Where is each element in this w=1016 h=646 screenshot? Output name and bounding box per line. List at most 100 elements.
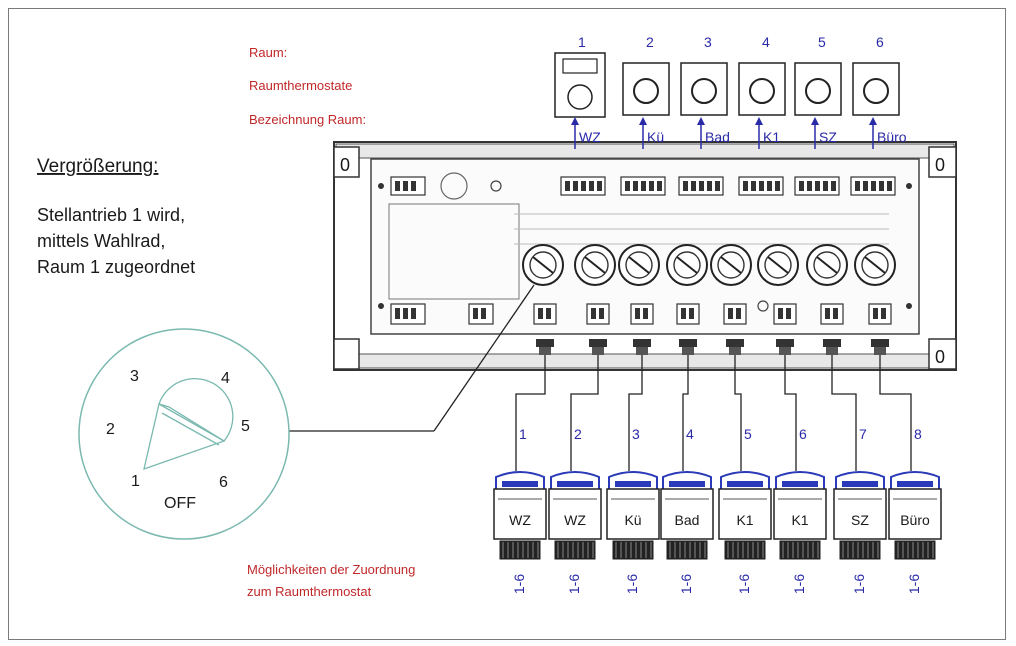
thermostat-4: 4K1 (738, 34, 786, 149)
actuator-number: 2 (574, 426, 582, 442)
thermostat-number: 4 (762, 34, 770, 50)
board-mark-bottom-right: 0 (935, 347, 945, 367)
board-selector-dial[interactable] (806, 244, 848, 286)
board-selector-row (522, 244, 896, 286)
label-vergroesserung: Vergrößerung: (37, 156, 158, 177)
lower-terminal-block (820, 303, 844, 355)
actuator-room: WZ (509, 512, 531, 528)
lower-terminal-block (676, 303, 700, 355)
board-selector-dial[interactable] (574, 244, 616, 286)
board-selector-dial[interactable] (757, 244, 799, 286)
dial-pos-2: 2 (106, 421, 115, 438)
lower-terminal-block (723, 303, 747, 355)
diagram-frame: Raum: Raumthermostate Bezeichnung Raum: … (8, 8, 1006, 640)
actuator-6: 6K1 1-6 (773, 355, 827, 594)
actuator-number: 4 (686, 426, 694, 442)
thermostat-room: K1 (763, 129, 780, 145)
actuator-room: K1 (791, 512, 808, 528)
actuator-7: 7SZ 1-6 (831, 355, 887, 594)
actuator-number: 7 (859, 426, 867, 442)
thermostat-room: Bad (705, 129, 730, 145)
upper-terminal-block (738, 176, 784, 196)
actuator-2: 2WZ 1-6 (548, 355, 602, 594)
desc-line-1: Stellantrieb 1 wird, (37, 205, 185, 225)
magnified-dial: 1 2 3 4 5 6 OFF (78, 284, 535, 540)
label-bezeichnung-raum: Bezeichnung Raum: (249, 112, 366, 127)
board-selector-dial[interactable] (618, 244, 660, 286)
dial-pos-3: 3 (130, 368, 139, 385)
actuator-room: WZ (564, 512, 586, 528)
thermostat-room: WZ (579, 129, 601, 145)
lower-terminal-block (868, 303, 892, 355)
thermostat-room: SZ (819, 129, 837, 145)
actuator-number: 6 (799, 426, 807, 442)
lower-terminal-block (390, 303, 426, 325)
actuator-3: 3Kü 1-6 (606, 355, 660, 594)
dial-pos-6: 6 (219, 474, 228, 491)
actuator-room: Büro (900, 512, 930, 528)
lower-terminal-block (630, 303, 654, 355)
board-selector-dial[interactable] (666, 244, 708, 286)
thermostat-room: Büro (877, 129, 907, 145)
desc-line-2: mittels Wahlrad, (37, 231, 165, 251)
thermostat-number: 6 (876, 34, 884, 50)
desc-line-3: Raum 1 zugeordnet (37, 257, 195, 277)
upper-terminal-row (390, 176, 896, 196)
actuator-5: 5K1 1-6 (718, 355, 772, 594)
board-selector-dial[interactable] (522, 244, 564, 286)
dial-pos-1: 1 (131, 473, 140, 490)
board-mark-top-left: 0 (340, 155, 350, 175)
actuator-room: K1 (736, 512, 753, 528)
actuator-range: 1-6 (511, 574, 527, 594)
actuator-range: 1-6 (678, 574, 694, 594)
board-mark-top-right: 0 (935, 155, 945, 175)
actuator-room: Bad (675, 512, 700, 528)
actuator-range: 1-6 (736, 574, 752, 594)
thermostat-number: 2 (646, 34, 654, 50)
upper-terminal-block (620, 176, 666, 196)
actuator-room: Kü (624, 512, 641, 528)
actuator-number: 5 (744, 426, 752, 442)
label-moeglichkeiten-1: Möglichkeiten der Zuordnung (247, 562, 415, 577)
thermostat-1: 1WZ (554, 34, 606, 149)
dial-off-label: OFF (164, 495, 196, 512)
dial-pos-4: 4 (221, 370, 230, 387)
lower-terminal-block (773, 303, 797, 355)
label-moeglichkeiten-2: zum Raumthermostat (247, 584, 372, 599)
thermostat-room: Kü (647, 129, 664, 145)
label-raum: Raum: (249, 45, 287, 60)
upper-terminal-block (390, 176, 426, 196)
thermostat-number: 3 (704, 34, 712, 50)
thermostat-5: 5SZ (794, 34, 842, 149)
thermostat-number: 5 (818, 34, 826, 50)
actuator-room: SZ (851, 512, 869, 528)
actuator-range: 1-6 (906, 574, 922, 594)
upper-terminal-block (678, 176, 724, 196)
thermostat-number: 1 (578, 34, 586, 50)
lower-terminal-block (468, 303, 494, 325)
actuator-range: 1-6 (851, 574, 867, 594)
board-selector-dial[interactable] (854, 244, 896, 286)
board-selector-dial[interactable] (710, 244, 752, 286)
actuator-range: 1-6 (566, 574, 582, 594)
lower-terminal-block (533, 303, 557, 355)
lower-terminal-block (586, 303, 610, 355)
upper-terminal-block (794, 176, 840, 196)
actuator-number: 3 (632, 426, 640, 442)
actuator-row: 1WZ1-62WZ1-63Kü1-64Bad1-65K11-66K11-67SZ… (493, 355, 942, 594)
upper-terminal-block (560, 176, 606, 196)
label-raumthermostate: Raumthermostate (249, 78, 352, 93)
actuator-range: 1-6 (624, 574, 640, 594)
actuator-range: 1-6 (791, 574, 807, 594)
dial-circle (78, 328, 290, 540)
actuator-number: 8 (914, 426, 922, 442)
dial-pos-5: 5 (241, 418, 250, 435)
thermostat-2: 2Kü (622, 34, 670, 149)
wiring-diagram: Raum: Raumthermostate Bezeichnung Raum: … (37, 34, 957, 599)
